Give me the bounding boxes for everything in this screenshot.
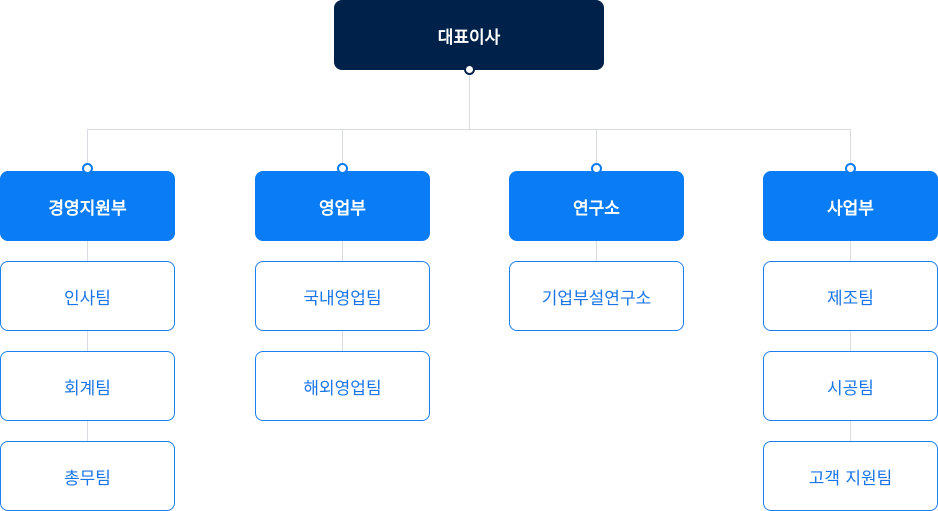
dept-sales: 영업부 [255,171,430,241]
team-box: 해외영업팀 [255,351,430,421]
team-box: 고객 지원팀 [763,441,938,511]
dept-label: 사업부 [827,198,874,219]
dept-connector-dot [337,163,348,174]
dept-label: 경영지원부 [48,198,127,219]
dept-connector-line-1 [87,129,88,171]
dept-connector-line-2 [342,129,343,171]
team-label: 인사팀 [64,288,111,309]
team-label: 고객 지원팀 [808,468,893,489]
ceo-box: 대표이사 [334,0,604,70]
dept-connector-dot [591,163,602,174]
team-connector-line [850,241,851,441]
dept-business: 사업부 [763,171,938,241]
team-box: 총무팀 [0,441,175,511]
team-label: 국내영업팀 [303,288,382,309]
dept-connector-dot [82,163,93,174]
ceo-connector-dot [464,64,475,75]
team-label: 시공팀 [827,378,874,399]
team-label: 총무팀 [64,468,111,489]
dept-connector-line-3 [596,129,597,171]
team-label: 회계팀 [64,378,111,399]
team-label: 해외영업팀 [303,378,382,399]
dept-connector-line-4 [850,129,851,171]
team-box: 제조팀 [763,261,938,331]
ceo-connector-line [469,70,470,130]
team-connector-line [87,241,88,441]
dept-connector-dot [845,163,856,174]
team-box: 기업부설연구소 [509,261,684,331]
horizontal-connector-line [87,129,851,130]
dept-research: 연구소 [509,171,684,241]
team-box: 회계팀 [0,351,175,421]
dept-label: 영업부 [319,198,366,219]
team-connector-line [596,241,597,261]
team-box: 인사팀 [0,261,175,331]
team-label: 제조팀 [827,288,874,309]
team-box: 국내영업팀 [255,261,430,331]
team-label: 기업부설연구소 [541,288,652,309]
dept-management-support: 경영지원부 [0,171,175,241]
team-box: 시공팀 [763,351,938,421]
dept-label: 연구소 [573,198,620,219]
ceo-label: 대표이사 [437,27,501,48]
